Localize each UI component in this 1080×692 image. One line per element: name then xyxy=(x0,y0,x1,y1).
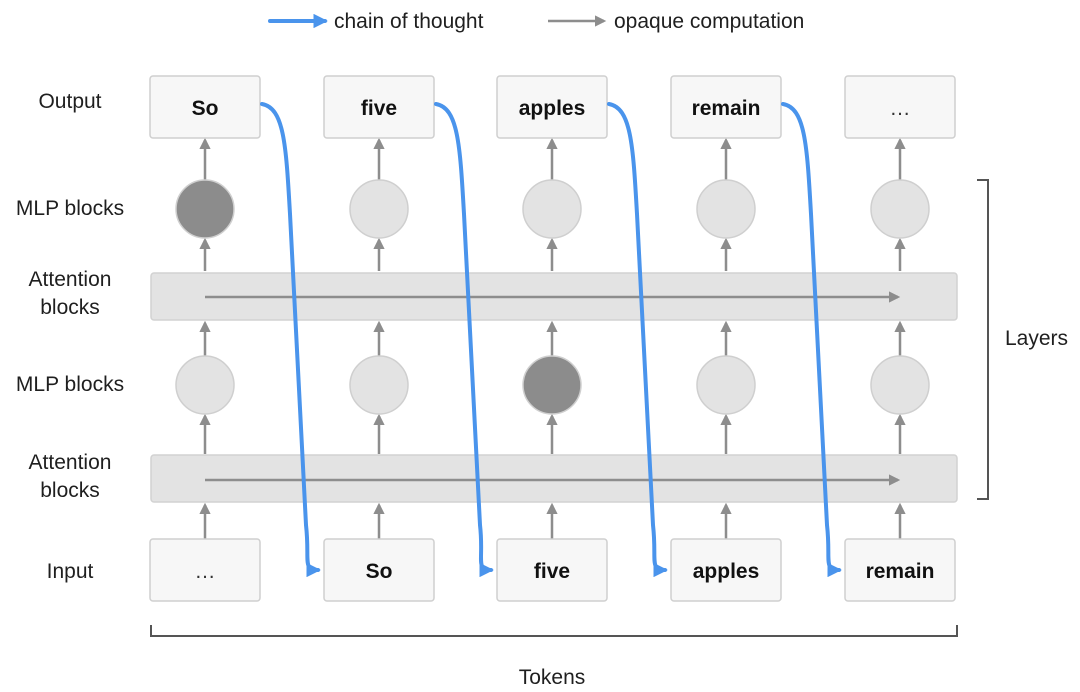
layers-label: Layers xyxy=(1005,327,1068,350)
output-token-3: remain xyxy=(692,97,761,120)
mlp-bottom-node-1 xyxy=(349,355,409,415)
tokens-label: Tokens xyxy=(519,666,586,689)
row-label-attention-bottom-line1: Attention xyxy=(29,451,112,474)
input-token-0: … xyxy=(195,560,216,583)
mlp-top-node-1 xyxy=(349,179,409,239)
output-token-box-4 xyxy=(844,75,956,139)
attention-band-bottom xyxy=(150,454,958,503)
input-token-box-1 xyxy=(323,538,435,602)
row-label-attention-bottom-line2: blocks xyxy=(40,479,100,502)
input-token-1: So xyxy=(366,560,393,583)
mlp-top-node-0 xyxy=(175,179,235,239)
output-token-2: apples xyxy=(519,97,586,120)
chain-of-thought-curve-3 xyxy=(781,102,842,578)
output-token-4: … xyxy=(890,97,911,120)
mlp-bottom-node-3 xyxy=(696,355,756,415)
input-token-box-3 xyxy=(670,538,782,602)
input-token-box-2 xyxy=(496,538,608,602)
chain-of-thought-curve-2 xyxy=(607,102,668,578)
chain-of-thought-curves xyxy=(260,102,842,578)
mlp-top-node-4 xyxy=(870,179,930,239)
row-label-attention-top-line1: Attention xyxy=(29,268,112,291)
row-label-attention-top-line2: blocks xyxy=(40,296,100,319)
output-token-0: So xyxy=(192,97,219,120)
input-token-4: remain xyxy=(866,560,935,583)
output-token-box-3 xyxy=(670,75,782,139)
input-token-box-0 xyxy=(149,538,261,602)
mlp-bottom-node-4 xyxy=(870,355,930,415)
row-label-input: Input xyxy=(47,560,94,583)
input-token-2: five xyxy=(534,560,570,583)
chain-of-thought-curve-1 xyxy=(434,102,494,578)
output-token-box-1 xyxy=(323,75,435,139)
row-label-mlp-top: MLP blocks xyxy=(16,197,124,220)
legend: chain of thought opaque computation xyxy=(268,10,804,33)
output-token-box-2 xyxy=(496,75,608,139)
mlp-bottom-node-2 xyxy=(522,355,582,415)
tokens-bracket xyxy=(150,625,958,637)
input-token-3: apples xyxy=(693,560,760,583)
layers-bracket xyxy=(977,179,989,500)
output-token-box-0 xyxy=(149,75,261,139)
row-label-mlp-bottom: MLP blocks xyxy=(16,373,124,396)
legend-opaque-label: opaque computation xyxy=(614,10,804,33)
input-token-box-4 xyxy=(844,538,956,602)
output-token-1: five xyxy=(361,97,397,120)
mlp-top-node-3 xyxy=(696,179,756,239)
mlp-top-node-2 xyxy=(522,179,582,239)
legend-chain-label: chain of thought xyxy=(334,10,484,33)
chain-of-thought-curve-0 xyxy=(260,102,321,578)
mlp-bottom-node-0 xyxy=(175,355,235,415)
row-label-output: Output xyxy=(38,90,101,113)
row-labels: Output MLP blocks Attention blocks MLP b… xyxy=(16,90,124,583)
